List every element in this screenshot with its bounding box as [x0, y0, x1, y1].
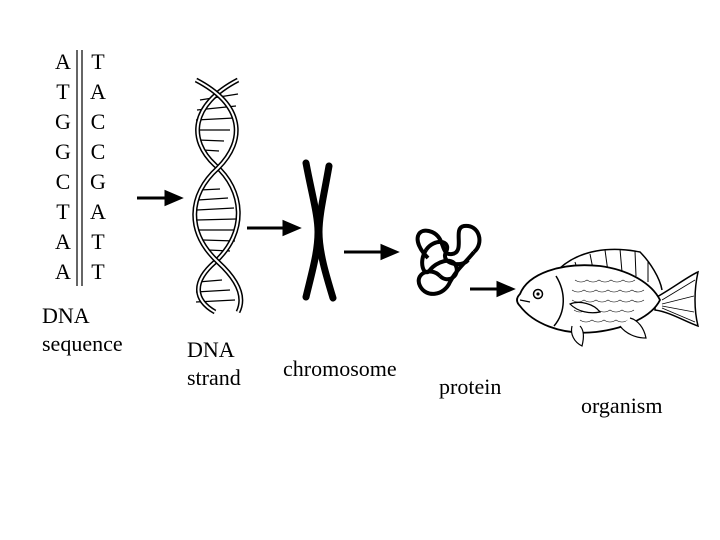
protein-caption: protein [439, 374, 502, 399]
base-left-2: G [55, 109, 71, 134]
base-right-4: G [90, 169, 106, 194]
base-left-4: C [55, 169, 71, 194]
base-right-0: T [91, 49, 105, 74]
base-right-1: A [90, 79, 106, 104]
base-left-3: G [55, 139, 71, 164]
dna-sequence-caption: DNA sequence [42, 303, 123, 356]
base-left-5: T [56, 199, 70, 224]
base-left-7: A [55, 259, 71, 284]
base-left-1: T [56, 79, 70, 104]
chromosome-caption: chromosome [283, 356, 397, 381]
base-left-0: A [55, 49, 71, 74]
base-right-2: C [90, 109, 106, 134]
base-left-6: A [55, 229, 71, 254]
base-right-6: T [91, 229, 105, 254]
organism-caption: organism [581, 393, 663, 418]
dna-strand-caption: DNA strand [187, 337, 241, 390]
base-right-5: A [90, 199, 106, 224]
base-right-7: T [91, 259, 105, 284]
base-right-3: C [90, 139, 106, 164]
